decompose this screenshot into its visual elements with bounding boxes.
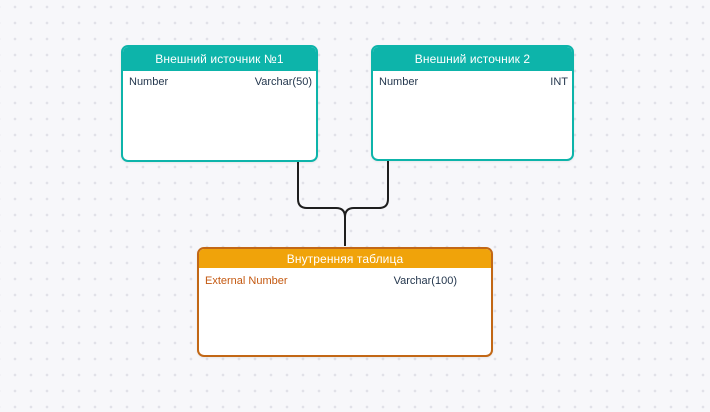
entity-title: Внешний источник 2 [414,52,531,66]
attribute-row[interactable]: Number Varchar(50) [123,71,316,88]
attribute-type: Varchar(100) [393,275,457,287]
entity-external-source-1[interactable]: Внешний источник №1 Number Varchar(50) [121,45,318,162]
entity-header: Внешний источник 2 [373,47,572,71]
entity-header: Внешний источник №1 [123,47,316,71]
attribute-type: INT [550,76,568,88]
attribute-name: Number [129,76,169,88]
entity-title: Внутренняя таблица [286,251,404,266]
entity-header: Внутренняя таблица [199,249,491,268]
entity-body: External Number Varchar(100) [199,268,491,287]
attribute-name: Number [379,76,419,88]
entity-body: Number Varchar(50) [123,71,316,88]
entity-body: Number INT [373,71,572,88]
entity-title: Внешний источник №1 [155,52,284,66]
attribute-row[interactable]: External Number Varchar(100) [199,268,491,287]
attribute-type: Varchar(50) [254,76,312,88]
edge-source2-to-internal[interactable] [344,161,389,246]
edge-source1-to-internal[interactable] [297,162,346,246]
attribute-row[interactable]: Number INT [373,71,572,88]
entity-external-source-2[interactable]: Внешний источник 2 Number INT [371,45,574,161]
attribute-name: External Number [205,275,288,287]
entity-internal-table[interactable]: Внутренняя таблица External Number Varch… [197,247,493,357]
